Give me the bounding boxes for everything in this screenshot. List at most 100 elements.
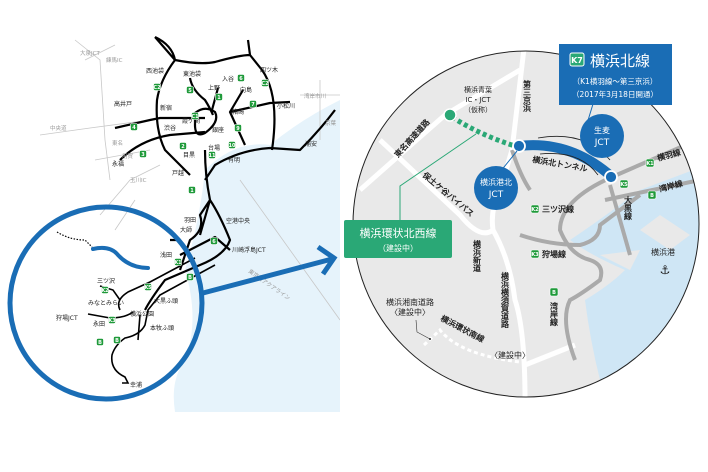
label: 幸浦 — [130, 381, 142, 389]
route-badge-shape — [188, 186, 196, 194]
label: 浅田 — [160, 251, 172, 259]
label: 箱崎 — [232, 108, 244, 116]
route-badge: 3 — [139, 150, 147, 158]
focus-circle — [7, 204, 205, 402]
yokohama-north-line-title-box: K7 横浜北線 （K1横羽線～第三京浜） （2017年3月18日開通） — [559, 44, 672, 105]
route-badge-shape — [249, 100, 257, 108]
route-badge: C1 — [191, 112, 199, 120]
label: 中央道 — [50, 124, 67, 132]
route-badge-shape — [174, 258, 182, 266]
aoba-ic-marker — [443, 108, 457, 122]
label: 狩場JCT — [56, 314, 78, 322]
route-badge: 6 — [210, 237, 218, 245]
label: IC・JCT — [465, 96, 491, 104]
route-badge-shape — [228, 141, 236, 149]
route-badge: 10 — [228, 141, 236, 149]
label: 銀座 — [212, 126, 224, 134]
route-badge: 6 — [237, 74, 245, 82]
label: 上野 — [208, 84, 220, 92]
label: 横浜公園 — [130, 310, 154, 318]
route-badge: B — [96, 338, 104, 346]
route-badge-label: K1 — [646, 161, 654, 167]
route-badge-shape — [210, 237, 218, 245]
label: 東池袋 — [183, 70, 201, 78]
overview-labels: 西池袋 東池袋 入谷 四ツ木 上野 向島 新宿 高井戸 霞ケ関 渋谷 箱崎 銀座… — [56, 66, 317, 389]
label: 玉川IC — [130, 177, 147, 184]
route-badge-label: 4 — [132, 125, 136, 131]
black-expressways — [114, 36, 336, 311]
line-section: （K1横羽線～第三京浜） — [573, 76, 658, 86]
construction-status: （建設中） — [378, 243, 418, 253]
label: 湾岸市川 — [304, 92, 326, 100]
shonan-road-label: 横浜湘南道路 — [386, 297, 434, 307]
road-label-yokosuka: 横浜横須賀道路 — [500, 271, 510, 329]
route-badge-shape — [144, 283, 152, 291]
route-badge-label: K2 — [101, 288, 109, 294]
label: 向島 — [240, 86, 252, 94]
route-badge-label: 7 — [251, 102, 255, 108]
route-badge: 11 — [208, 151, 216, 159]
route-badge-label: C2 — [153, 85, 161, 91]
route-badge-label: 10 — [229, 143, 236, 149]
route-badge: C2 — [153, 83, 161, 91]
route-badge-shape — [215, 93, 223, 101]
route-badge-shape — [101, 286, 109, 294]
route-badge-shape — [647, 190, 657, 200]
route-badge-label: C2 — [261, 81, 269, 87]
kohoku-jct-marker — [512, 139, 526, 153]
label: 大泉JCT — [80, 49, 100, 57]
route-badge-shape — [108, 316, 116, 324]
route-badge-label: K1 — [174, 260, 182, 266]
label: 三ツ沢 — [97, 277, 115, 285]
route-badge-shape — [113, 336, 121, 344]
route-badge: B — [113, 336, 121, 344]
label: 羽田 — [184, 217, 196, 224]
route-badge-label: 11 — [209, 153, 216, 159]
route-badge-label: B — [552, 290, 556, 296]
route-badge: B — [647, 190, 657, 200]
route-badge-label: 6 — [212, 239, 216, 245]
namamugi-jct-marker — [604, 170, 618, 184]
route-badge-shape — [234, 124, 242, 132]
label: 小松川 — [277, 102, 295, 110]
route-badge: C2 — [261, 79, 269, 87]
jct-name: 横浜港北 — [480, 177, 512, 187]
route-badge-label: 1 — [217, 95, 221, 101]
opening-date: （2017年3月18日開通） — [572, 89, 658, 99]
route-badge-shape — [261, 79, 269, 87]
route-badge-shape — [186, 86, 194, 94]
route-badge-label: B — [188, 275, 192, 281]
gray-roads — [510, 128, 699, 361]
label: 高井戸 — [114, 100, 132, 108]
label: 用賀 — [122, 152, 134, 160]
route-badge-label: 5 — [188, 88, 192, 94]
minami-line-construction — [422, 327, 521, 364]
label: 京葉 — [325, 119, 337, 127]
label: みなとみらい — [88, 300, 124, 307]
route-icon-label: K7 — [571, 56, 583, 65]
route-badge: 1 — [188, 186, 196, 194]
route-badge-shape — [130, 123, 138, 131]
yokohama-north-tunnel — [518, 140, 616, 181]
route-badge: K1 — [174, 258, 182, 266]
route-badge: K3 — [530, 249, 540, 259]
route-badge-label: C1 — [191, 114, 199, 120]
jct-suffix: JCT — [594, 138, 610, 148]
label: 浦安 — [305, 140, 317, 148]
road-label-shindo: 横浜新道 — [472, 239, 482, 273]
kitanishi-dotted — [56, 231, 93, 248]
label: 練馬IC — [106, 56, 123, 64]
route-badge: 1 — [215, 93, 223, 101]
route-badge-label: K3 — [108, 318, 116, 324]
label: 本牧ふ頭 — [150, 324, 174, 332]
route-badge-shape — [191, 112, 199, 120]
label: 戸越 — [172, 169, 184, 177]
route-badge-label: 1 — [190, 188, 194, 194]
label: 霞ケ関 — [182, 118, 200, 125]
route-badge: B — [186, 273, 194, 281]
label: 空港中央 — [226, 217, 250, 225]
label: 川崎浮島JCT — [232, 246, 266, 254]
jct-suffix: JCT — [488, 190, 504, 200]
line-title: 横浜北線 — [590, 52, 650, 70]
